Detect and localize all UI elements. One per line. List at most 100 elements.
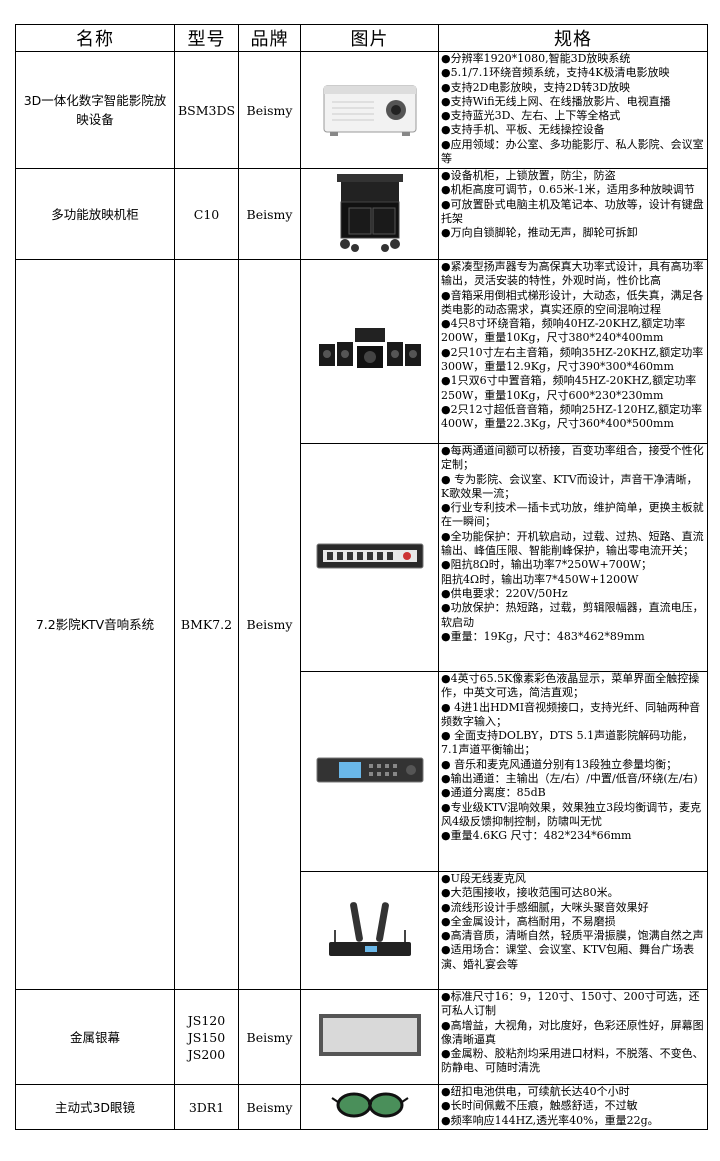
spec-line: 阻抗4Ω时，输出功率7*450W+1200W xyxy=(441,572,639,586)
spec-line: ●重量4.6KG 尺寸：482*234*66mm xyxy=(441,829,632,843)
spec-line: ●行业专利技术—插卡式功放，维护简单，更换主板就在一瞬间； xyxy=(441,501,704,529)
product-spec: ●分辨率1920*1080,智能3D放映系统 ●5.1/7.1环绕音频系统，支持… xyxy=(438,51,708,169)
header-model: 型号 xyxy=(174,24,239,52)
projector-image xyxy=(323,85,416,136)
spec-line: ● 全面支持DOLBY，DTS 5.1声道影院解码功能，7.1声道平衡输出； xyxy=(441,729,694,757)
spec-line: ●金属粉、胶粘剂均采用进口材料，不脱落、不变色、防静电、可随时清洗 xyxy=(441,1047,704,1075)
product-spec: ●每两通道间额可以桥接，百变功率组合，接受个性化定制； ● 专为影院、会议室、K… xyxy=(438,443,708,672)
product-picture xyxy=(300,259,439,444)
product-spec: ●设备机柜，上锁放置，防尘，防盗 ●机柜高度可调节，0.65米-1米，适用多种放… xyxy=(438,168,708,260)
product-picture xyxy=(300,168,439,260)
product-model: BSM3DS xyxy=(174,51,239,169)
product-spec: ●纽扣电池供电，可续航长达40个小时 ●长时间佩戴不压痕，触感舒适，不过敏 ●频… xyxy=(438,1084,708,1130)
processor-image xyxy=(316,757,423,782)
product-spec: ●标准尺寸16：9，120寸、150寸、200寸可选，还可私人订制 ●高增益，大… xyxy=(438,989,708,1085)
product-picture xyxy=(300,671,439,872)
product-spec: ●4英寸65.5K像素彩色液晶显示，菜单界面全触控操作，中英文可选，简洁直观； … xyxy=(438,671,708,872)
microphone-image xyxy=(328,901,411,956)
product-model: BMK7.2 xyxy=(174,259,239,990)
spec-line: ●1只双6寸中置音箱，频响45HZ-20KHZ,额定功率250W，重量10Kg，… xyxy=(441,374,697,402)
product-picture xyxy=(300,989,439,1085)
cabinet-image xyxy=(336,174,403,252)
spec-line: ●通道分离度：85dB xyxy=(441,786,546,800)
model-line: JS120 xyxy=(187,1012,226,1028)
model-line: JS150 xyxy=(187,1029,226,1045)
spec-line: ●高增益，大视角，对比度好，色彩还原性好，屏幕图像清晰逼真 xyxy=(441,1018,704,1046)
table-row: ●每两通道间额可以桥接，百变功率组合，接受个性化定制； ● 专为影院、会议室、K… xyxy=(16,443,708,672)
spec-line: ●功放保护：热短路，过载，剪辑限幅器，直流电压，软启动 xyxy=(441,601,704,629)
spec-line: ●阻抗8Ω时，输出功率7*250W+700W； xyxy=(441,558,653,572)
spec-line: ●音箱采用倒相式梯形设计，大动态，低失真，满足各类电影的动态需求，真实还原的空间… xyxy=(441,288,704,316)
spec-line: ●可放置卧式电脑主机及笔记本、功放等，设计有键盘托架 xyxy=(441,197,704,225)
product-brand: Beismy xyxy=(238,1084,301,1130)
table-row: 金属银幕 JS120 JS150 JS200 Beismy ●标准尺寸16：9，… xyxy=(15,989,708,1085)
screen-image xyxy=(318,1014,421,1056)
spec-line: ●输出通道：主输出（左/右）/中置/低音/环绕(左/右) xyxy=(441,772,698,786)
table-row: 多功能放映机柜 C10 Beismy ●设备机柜，上锁放置，防尘，防盗 xyxy=(15,168,708,260)
spec-line: ●支持手机、平板、无线操控设备 xyxy=(441,123,605,137)
glasses-image xyxy=(330,1092,409,1118)
spec-line: ●支持2D电影放映，支持2D转3D放映 xyxy=(441,80,631,94)
header-brand: 品牌 xyxy=(238,24,301,52)
table-row: 7.2影院KTV音响系统 BMK7.2 Beismy xyxy=(15,259,708,990)
spec-line: ●适用场合：课堂、会议室、KTV包厢、舞台广场表演、婚礼宴会等 xyxy=(441,943,695,971)
amplifier-image xyxy=(316,543,423,568)
table-row: 主动式3D眼镜 3DR1 Beismy ●纽扣电池供电，可续航长达40个小时 ●… xyxy=(15,1084,708,1130)
spec-line: ●5.1/7.1环绕音频系统，支持4K极清电影放映 xyxy=(441,66,670,80)
product-brand: Beismy xyxy=(238,989,301,1085)
spec-line: ●流线形设计手感细腻，大咪头聚音效果好 xyxy=(441,900,649,914)
product-name: 多功能放映机柜 xyxy=(15,168,175,260)
spec-line: ● 音乐和麦克风通道分别有13段独立参量均衡； xyxy=(441,757,678,771)
spec-line: ●4只8寸环绕音箱，频响40HZ-20KHZ,额定功率200W，重量10Kg，尺… xyxy=(441,317,686,345)
spec-line: ●纽扣电池供电，可续航长达40个小时 xyxy=(441,1085,630,1098)
spec-line: ●4英寸65.5K像素彩色液晶显示，菜单界面全触控操作，中英文可选，简洁直观； xyxy=(441,672,700,700)
spec-line: ●设备机柜，上锁放置，防尘，防盗 xyxy=(441,169,616,182)
product-picture xyxy=(300,871,439,990)
header-spec: 规格 xyxy=(438,24,708,52)
product-name: 金属银幕 xyxy=(15,989,175,1085)
spec-line: ●U段无线麦克风 xyxy=(441,872,526,885)
spec-line: ●2只10寸左右主音箱，频响35HZ-20KHZ,额定功率300W，重量12.9… xyxy=(441,345,704,374)
spec-line: ●全功能保护：开机软启动，过载、过热、短路、直流输出、峰值压限、智能削峰保护，输… xyxy=(441,529,704,558)
spec-line: ● 专为影院、会议室、KTV而设计，声音干净清晰，K歌效果一流； xyxy=(441,472,698,500)
table-row: ●U段无线麦克风 ●大范围接收，接收范围可达80米。 ●流线形设计手感细腻，大咪… xyxy=(16,871,708,990)
spec-line: ●紧凑型扬声器专为高保真大功率式设计，具有高功率输出，灵活安装的特性，外观时尚，… xyxy=(441,260,704,288)
product-model: 3DR1 xyxy=(174,1084,239,1130)
product-picture xyxy=(300,1084,439,1130)
product-name: 主动式3D眼镜 xyxy=(15,1084,175,1130)
spec-line: ●万向自锁脚轮，推动无声，脚轮可拆卸 xyxy=(441,226,638,240)
spec-line: ●标准尺寸16：9，120寸、150寸、200寸可选，还可私人订制 xyxy=(441,990,700,1018)
spec-line: ●供电要求：220V/50Hz xyxy=(441,586,568,600)
product-picture xyxy=(300,443,439,672)
spec-line: ●应用领域：办公室、多功能影厅、私人影院、会议室等 xyxy=(441,137,704,166)
spec-line: ●长时间佩戴不压痕，触感舒适，不过敏 xyxy=(441,1099,638,1113)
header-name: 名称 xyxy=(15,24,175,52)
model-line: JS200 xyxy=(187,1046,226,1062)
table-row: ●4英寸65.5K像素彩色液晶显示，菜单界面全触控操作，中英文可选，简洁直观； … xyxy=(16,671,708,872)
product-name: 7.2影院KTV音响系统 xyxy=(15,259,175,990)
spec-line: ● 4进1出HDMI音视频接口，支持光纤、同轴两种音频数字输入； xyxy=(441,700,701,728)
spec-line: ●全金属设计，高档耐用，不易磨损 xyxy=(441,914,616,928)
speaker-set-image xyxy=(318,327,421,368)
product-spec-table: 名称 型号 品牌 图片 规格 3D一体化数字智能影院放映设备 BSM3DS Be… xyxy=(15,24,708,1130)
table-row: 3D一体化数字智能影院放映设备 BSM3DS Beismy ● xyxy=(15,51,708,169)
product-picture xyxy=(300,51,439,169)
header-picture: 图片 xyxy=(300,24,439,52)
product-model: JS120 JS150 JS200 xyxy=(174,989,239,1085)
product-brand: Beismy xyxy=(238,51,301,169)
spec-line: ●2只12寸超低音音箱，频响25HZ-120HZ,额定功率400W，重量22.3… xyxy=(441,402,703,431)
spec-line: ●支持Wifi无线上网、在线播放影片、电视直播 xyxy=(441,94,671,108)
spec-line: ●重量：19Kg，尺寸：483*462*89mm xyxy=(441,629,645,643)
header-row: 名称 型号 品牌 图片 规格 xyxy=(15,24,708,52)
product-brand: Beismy xyxy=(238,168,301,260)
spec-line: ●频率响应144HZ,透光率40%，重量22g。 xyxy=(441,1113,659,1127)
product-brand: Beismy xyxy=(238,259,301,990)
spec-line: ●大范围接收，接收范围可达80米。 xyxy=(441,886,619,900)
product-name: 3D一体化数字智能影院放映设备 xyxy=(15,51,175,169)
spec-line: ●分辨率1920*1080,智能3D放映系统 xyxy=(441,52,631,65)
product-spec: ●U段无线麦克风 ●大范围接收，接收范围可达80米。 ●流线形设计手感细腻，大咪… xyxy=(438,871,708,990)
spec-line: ●机柜高度可调节，0.65米-1米，适用多种放映调节 xyxy=(441,183,695,197)
spec-line: ●每两通道间额可以桥接，百变功率组合，接受个性化定制； xyxy=(441,444,704,472)
spec-line: ●支持蓝光3D、左右、上下等全格式 xyxy=(441,109,621,123)
product-spec: ●紧凑型扬声器专为高保真大功率式设计，具有高功率输出，灵活安装的特性，外观时尚，… xyxy=(438,259,708,444)
